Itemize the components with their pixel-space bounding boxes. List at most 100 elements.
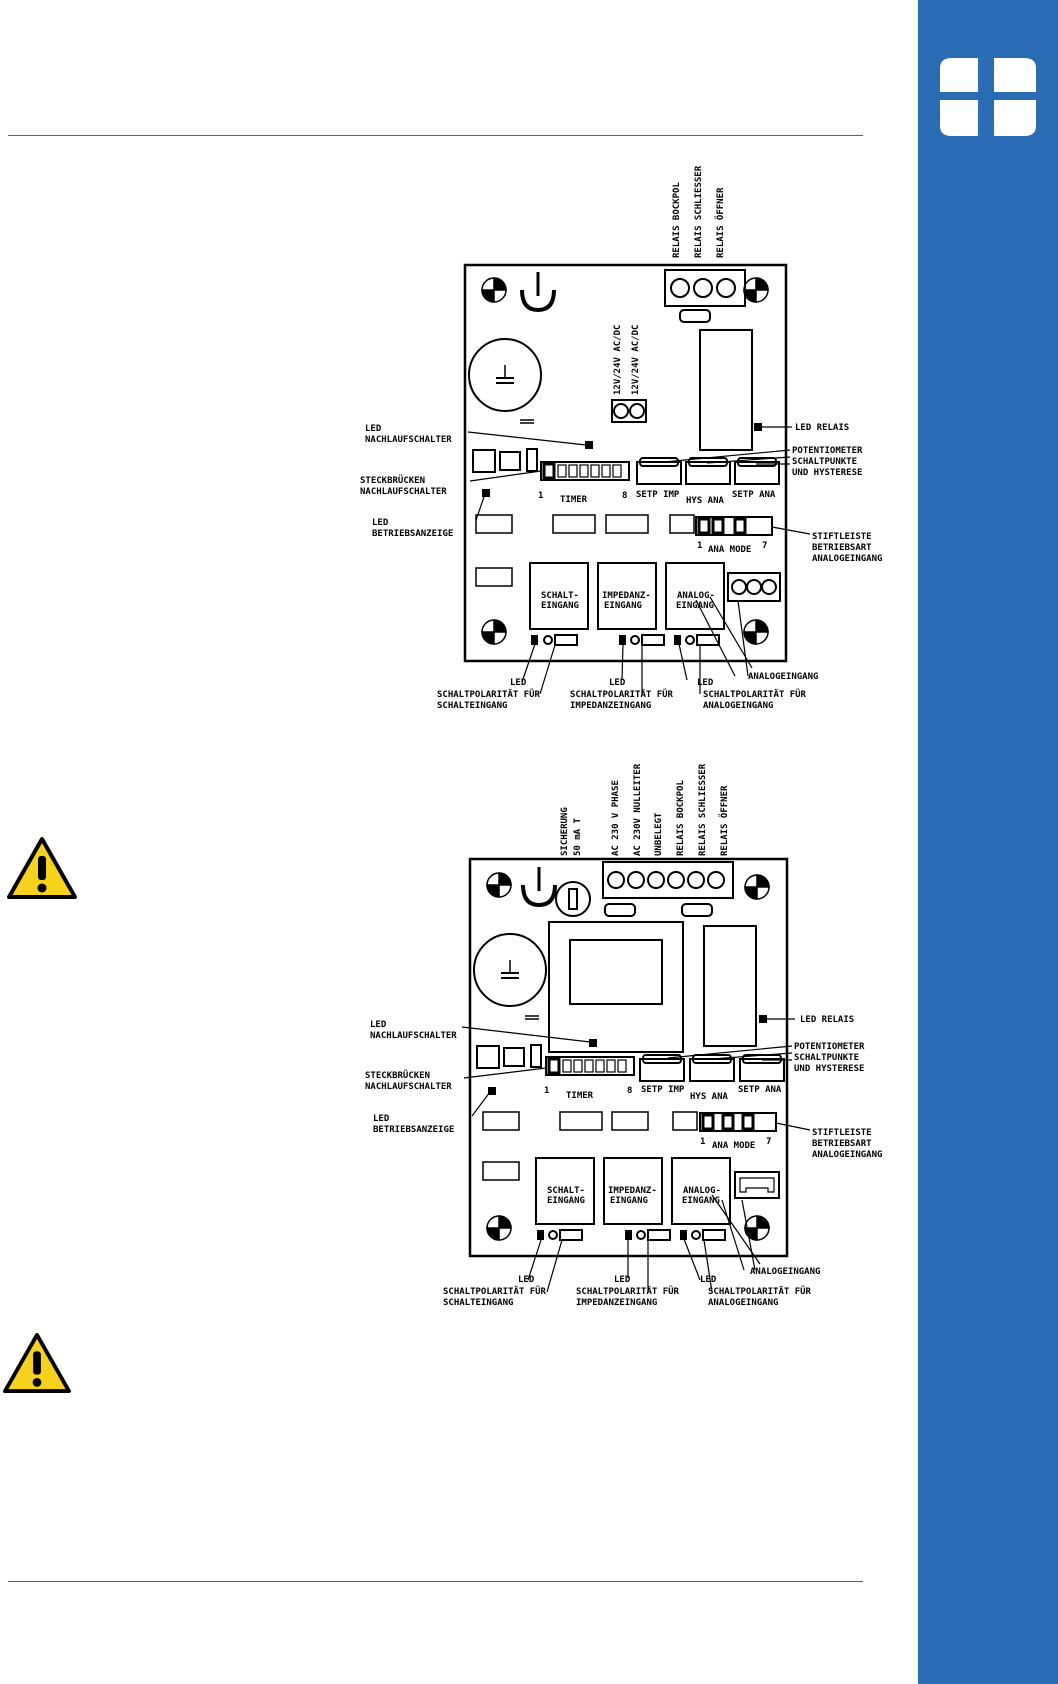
label-timer: TIMER — [566, 1091, 594, 1101]
label-ana-mode: ANA MODE — [712, 1141, 755, 1151]
callout-led-nachlauf: LED — [365, 424, 382, 434]
callout-led-betrieb: BETRIEBSANZEIGE — [373, 1125, 454, 1135]
callout-led-nachlauf: LED — [370, 1020, 387, 1030]
label-relais-oeffner: RELAIS ÖFFNER — [715, 187, 726, 258]
callout-pol-ana: SCHALTPOLARITÄT FÜR — [703, 689, 807, 700]
callout-steck: STECKBRÜCKEN — [360, 475, 425, 486]
callout-poti: SCHALTPUNKTE — [792, 457, 857, 467]
box-schalt-label: EINGANG — [541, 601, 579, 611]
callout-stift: STIFTLEISTE — [812, 1128, 872, 1138]
box-analog-label: EINGANG — [676, 601, 714, 611]
callout-pol-imp: SCHALTPOLARITÄT FÜR — [576, 1286, 680, 1297]
label-ana-pin-start: 1 — [697, 541, 702, 551]
callout-poti: UND HYSTERESE — [794, 1064, 864, 1074]
callout-pol-schalt: SCHALTPOLARITÄT FÜR — [437, 689, 541, 700]
callout-pol-ana: ANALOGEINGANG — [703, 701, 773, 711]
label-ana-mode: ANA MODE — [708, 545, 751, 555]
callout-led-ana: LED — [700, 1275, 717, 1285]
callout-stift: BETRIEBSART — [812, 1139, 872, 1149]
box-analog-label: EINGANG — [682, 1196, 720, 1206]
callout-stift: ANALOGEINGANG — [812, 1150, 882, 1160]
callout-pol-imp: IMPEDANZEINGANG — [576, 1298, 657, 1308]
box-analog-label: ANALOG- — [683, 1186, 721, 1196]
callout-led-nachlauf: NACHLAUFSCHALTER — [365, 435, 452, 445]
callout-analogeingang: ANALOGEINGANG — [748, 672, 818, 682]
label-fuse: 50 mA T — [573, 817, 583, 856]
box-analog-label: ANALOG- — [677, 591, 715, 601]
callout-steck: NACHLAUFSCHALTER — [365, 1082, 452, 1092]
label-supply-1: 12V/24V AC/DC — [613, 325, 623, 395]
callout-pol-imp: SCHALTPOLARITÄT FÜR — [570, 689, 674, 700]
label-unbelegt: UNBELEGT — [654, 812, 664, 856]
callout-led-ana: LED — [697, 678, 714, 688]
callout-steck: STECKBRÜCKEN — [365, 1070, 430, 1081]
header-rule — [8, 135, 863, 136]
box-impedanz-label: IMPEDANZ- — [602, 591, 651, 601]
callout-led-schalt: LED — [518, 1275, 535, 1285]
callout-led-imp: LED — [614, 1275, 631, 1285]
box-schalt-label: EINGANG — [547, 1196, 585, 1206]
label-ana-pin-end: 7 — [766, 1137, 771, 1147]
callout-pol-schalt: SCHALTEINGANG — [443, 1298, 513, 1308]
label-ac-nulleiter: AC 230V NULLEITER — [633, 763, 643, 856]
callout-pol-ana: ANALOGEINGANG — [708, 1298, 778, 1308]
label-pot-setp-imp: SETP IMP — [641, 1085, 685, 1095]
label-ana-pin-end: 7 — [762, 541, 767, 551]
callout-pol-schalt: SCHALTEINGANG — [437, 701, 507, 711]
callout-pol-ana: SCHALTPOLARITÄT FÜR — [708, 1286, 812, 1297]
callout-led-betrieb: LED — [373, 1114, 390, 1124]
label-ac-phase: AC 230 V PHASE — [611, 780, 621, 856]
wiring-diagrams: RELAIS BOCKPOL RELAIS SCHLIESSER RELAIS … — [360, 165, 882, 1308]
diagram-2-labels: SICHERUNG 50 mA T AC 230 V PHASE AC 230V… — [365, 763, 882, 1308]
diagram-1-labels: RELAIS BOCKPOL RELAIS SCHLIESSER RELAIS … — [360, 165, 882, 711]
label-pin-end: 8 — [627, 1086, 632, 1096]
callout-steck: NACHLAUFSCHALTER — [360, 487, 447, 497]
box-schalt-label: SCHALT- — [541, 591, 579, 601]
warning-triangle-icon — [3, 1332, 71, 1394]
label-pot-setp-ana: SETP ANA — [732, 490, 776, 500]
label-relais-schliesser: RELAIS SCHLIESSER — [698, 763, 708, 856]
callout-stift: ANALOGEINGANG — [812, 554, 882, 564]
box-impedanz-label: EINGANG — [610, 1196, 648, 1206]
box-impedanz-label: EINGANG — [604, 601, 642, 611]
label-pot-setp-ana: SETP ANA — [738, 1085, 782, 1095]
label-pin-end: 8 — [622, 491, 627, 501]
callout-led-nachlauf: NACHLAUFSCHALTER — [370, 1031, 457, 1041]
callout-led-betrieb: BETRIEBSANZEIGE — [372, 529, 453, 539]
company-logo — [940, 58, 1036, 136]
callout-poti: POTENTIOMETER — [792, 446, 863, 456]
diagram-1-board — [463, 263, 811, 695]
label-supply-2: 12V/24V AC/DC — [631, 325, 641, 395]
label-relais-bockpol: RELAIS BOCKPOL — [676, 780, 686, 856]
label-fuse: SICHERUNG — [560, 807, 570, 856]
label-timer: TIMER — [560, 495, 588, 505]
callout-poti: SCHALTPUNKTE — [794, 1053, 859, 1063]
label-pot-hys-ana: HYS ANA — [690, 1092, 729, 1102]
callout-led-relais: LED RELAIS — [800, 1015, 854, 1025]
footer-rule — [8, 1581, 863, 1582]
diagram-2-board — [461, 857, 811, 1293]
label-relais-schliesser: RELAIS SCHLIESSER — [694, 165, 704, 258]
callout-poti: UND HYSTERESE — [792, 468, 862, 478]
warning-triangle-icon — [7, 837, 77, 899]
box-schalt-label: SCHALT- — [547, 1186, 585, 1196]
callout-led-schalt: LED — [510, 678, 527, 688]
callout-led-imp: LED — [609, 678, 626, 688]
callout-pol-imp: IMPEDANZEINGANG — [570, 701, 651, 711]
callout-analogeingang: ANALOGEINGANG — [750, 1267, 820, 1277]
callout-poti: POTENTIOMETER — [794, 1042, 865, 1052]
label-ana-pin-start: 1 — [700, 1137, 705, 1147]
callout-led-betrieb: LED — [372, 518, 389, 528]
label-relais-bockpol: RELAIS BOCKPOL — [672, 182, 682, 258]
label-pot-hys-ana: HYS ANA — [686, 496, 725, 506]
label-pin-start: 1 — [544, 1086, 549, 1096]
label-pin-start: 1 — [538, 491, 543, 501]
callout-stift: STIFTLEISTE — [812, 532, 872, 542]
label-relais-oeffner: RELAIS ÖFFNER — [719, 785, 730, 856]
callout-pol-schalt: SCHALTPOLARITÄT FÜR — [443, 1286, 547, 1297]
callout-led-relais: LED RELAIS — [795, 423, 849, 433]
brand-sidebar — [918, 0, 1058, 1684]
box-impedanz-label: IMPEDANZ- — [608, 1186, 657, 1196]
label-pot-setp-imp: SETP IMP — [636, 490, 680, 500]
callout-stift: BETRIEBSART — [812, 543, 872, 553]
